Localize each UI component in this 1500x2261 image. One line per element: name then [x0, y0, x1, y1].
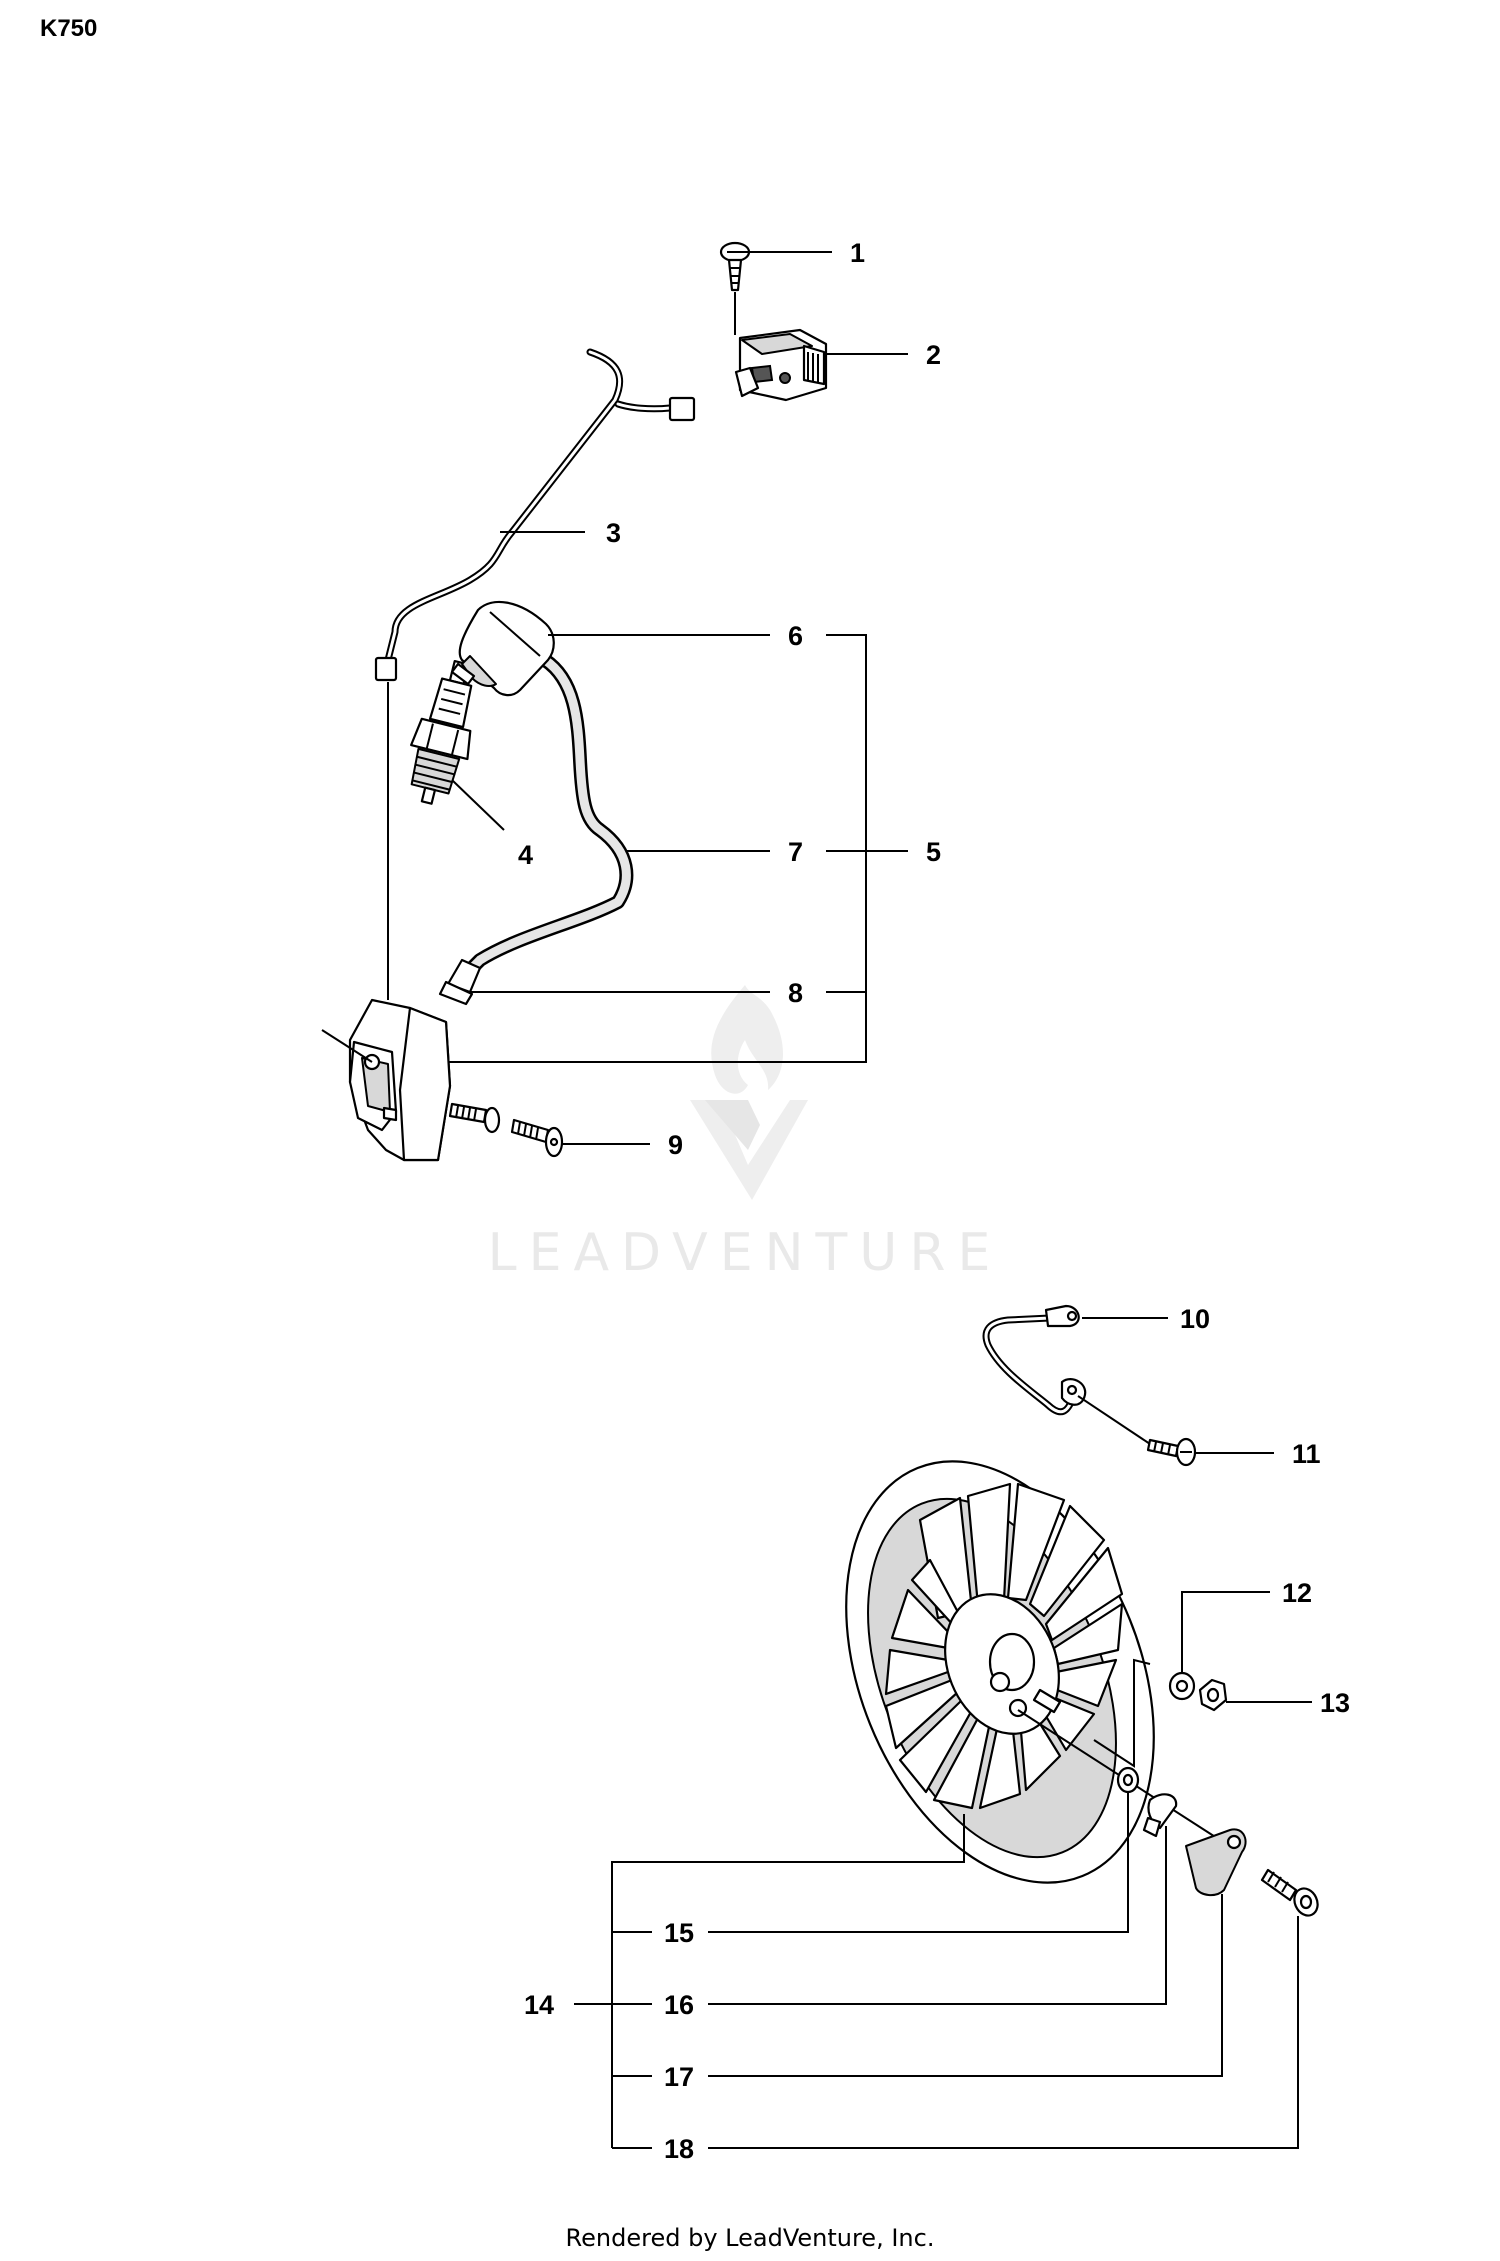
callout-6: 6 [788, 621, 803, 651]
leader-12-axis [1093, 1658, 1151, 1768]
part-2-stop-switch [734, 328, 828, 402]
callout-17: 17 [664, 2062, 694, 2092]
callout-11: 11 [1292, 1439, 1321, 1469]
callout-12: 12 [1282, 1578, 1312, 1608]
part-18-pawl-screw [1260, 1868, 1319, 1917]
bracket-14 [611, 1814, 965, 2148]
part-17-pawl [1185, 1828, 1247, 1896]
footer-credit: Rendered by LeadVenture, Inc. [566, 2224, 935, 2252]
bracket-5 [448, 634, 867, 1063]
part-8-cable-terminal [438, 958, 482, 1006]
part-6-spark-plug-boot [450, 600, 555, 697]
part-16-key [1142, 1793, 1178, 1838]
watermark-text: LEADVENTURE [488, 1223, 1003, 1283]
part-5-ignition-module [321, 998, 452, 1162]
part-9-screws [448, 1102, 564, 1158]
callout-5: 5 [926, 837, 941, 867]
part-11-screw [1146, 1437, 1197, 1467]
leader-12 [1181, 1591, 1270, 1672]
part-3-switch-wire [374, 348, 696, 682]
part-15-washer [1116, 1766, 1140, 1794]
leader-17 [708, 1894, 1223, 2077]
leader-15 [708, 1792, 1129, 1933]
model-label: K750 [40, 15, 97, 42]
callout-14: 14 [524, 1990, 554, 2020]
callout-18: 18 [664, 2134, 694, 2164]
part-1-screw [719, 241, 751, 292]
callout-10: 10 [1180, 1304, 1210, 1334]
callout-7: 7 [788, 837, 803, 867]
callout-1: 1 [850, 238, 865, 268]
leader-4 [451, 779, 505, 831]
part-12-washer [1168, 1671, 1196, 1701]
callout-2: 2 [926, 340, 941, 370]
callout-4: 4 [518, 840, 533, 870]
callout-13: 13 [1320, 1688, 1350, 1718]
part-7-ignition-cable [463, 653, 634, 977]
part-14-flywheel [845, 1460, 1155, 1884]
leader-16 [708, 1826, 1167, 2005]
leadventure-watermark-logo [690, 985, 808, 1200]
leader-18 [708, 1916, 1299, 2149]
leader-11-axis [1077, 1395, 1151, 1445]
callout-9: 9 [668, 1130, 683, 1160]
part-13-nut [1198, 1678, 1228, 1712]
callout-8: 8 [788, 978, 803, 1008]
callout-3: 3 [606, 518, 621, 548]
part-10-ground-wire [982, 1304, 1087, 1416]
callout-16: 16 [664, 1990, 694, 2020]
callout-15: 15 [664, 1918, 694, 1948]
